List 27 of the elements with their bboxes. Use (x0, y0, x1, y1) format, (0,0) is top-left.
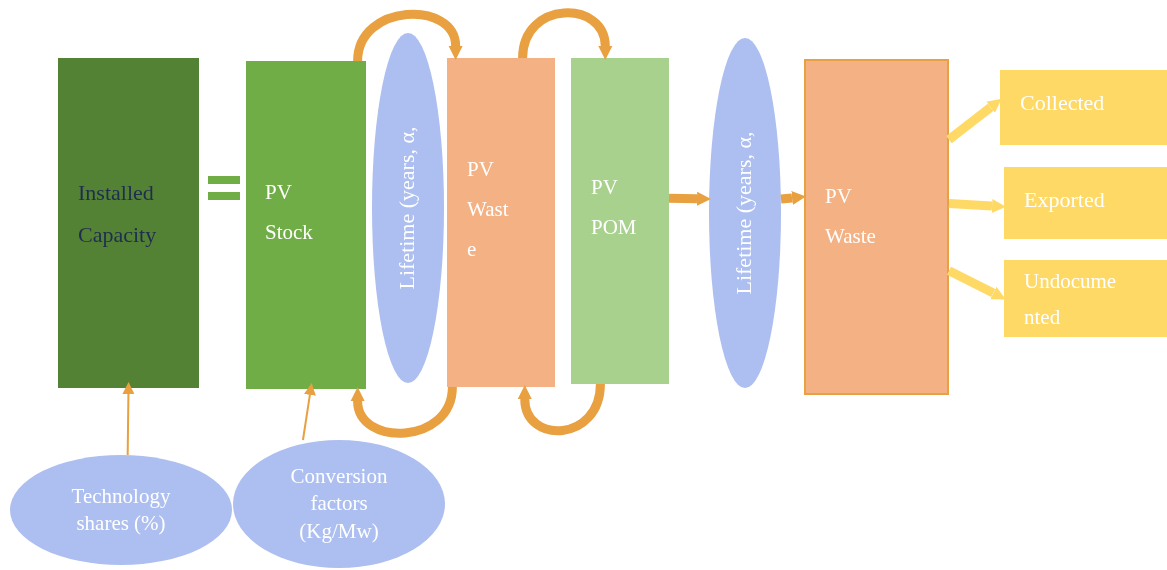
block-arrow (946, 266, 1006, 300)
node-label: Collected (1020, 89, 1106, 117)
node-label: PV POM (591, 174, 638, 241)
node-label: PV Waste (467, 156, 510, 263)
node-label: Installed Capacity (78, 179, 158, 249)
stage-box (246, 61, 366, 389)
node-label: PV Waste (825, 183, 877, 250)
block-arrow (948, 198, 1006, 213)
stage-box (447, 58, 555, 387)
stage-box (58, 58, 199, 388)
node-label: PV Stock (265, 179, 314, 246)
node-label: Conversion factors (Kg/Mw) (289, 463, 389, 545)
outcome-box (1000, 70, 1167, 145)
node-label: Undocumented (1024, 268, 1118, 331)
outcome-box (1004, 260, 1167, 337)
node-label: Technology shares (%) (70, 482, 172, 537)
outcome-box (1004, 167, 1167, 239)
stage-box (804, 59, 949, 395)
node-label: Exported (1024, 186, 1106, 214)
node-label: Lifetime (years, α, (730, 131, 756, 295)
block-arrow (668, 191, 711, 206)
arrow (301, 383, 316, 441)
arrow (122, 382, 135, 456)
block-arrow (780, 190, 806, 205)
block-arrow (946, 98, 1002, 144)
node-label: Lifetime (years, α, (393, 126, 419, 290)
stage-box (571, 58, 669, 384)
